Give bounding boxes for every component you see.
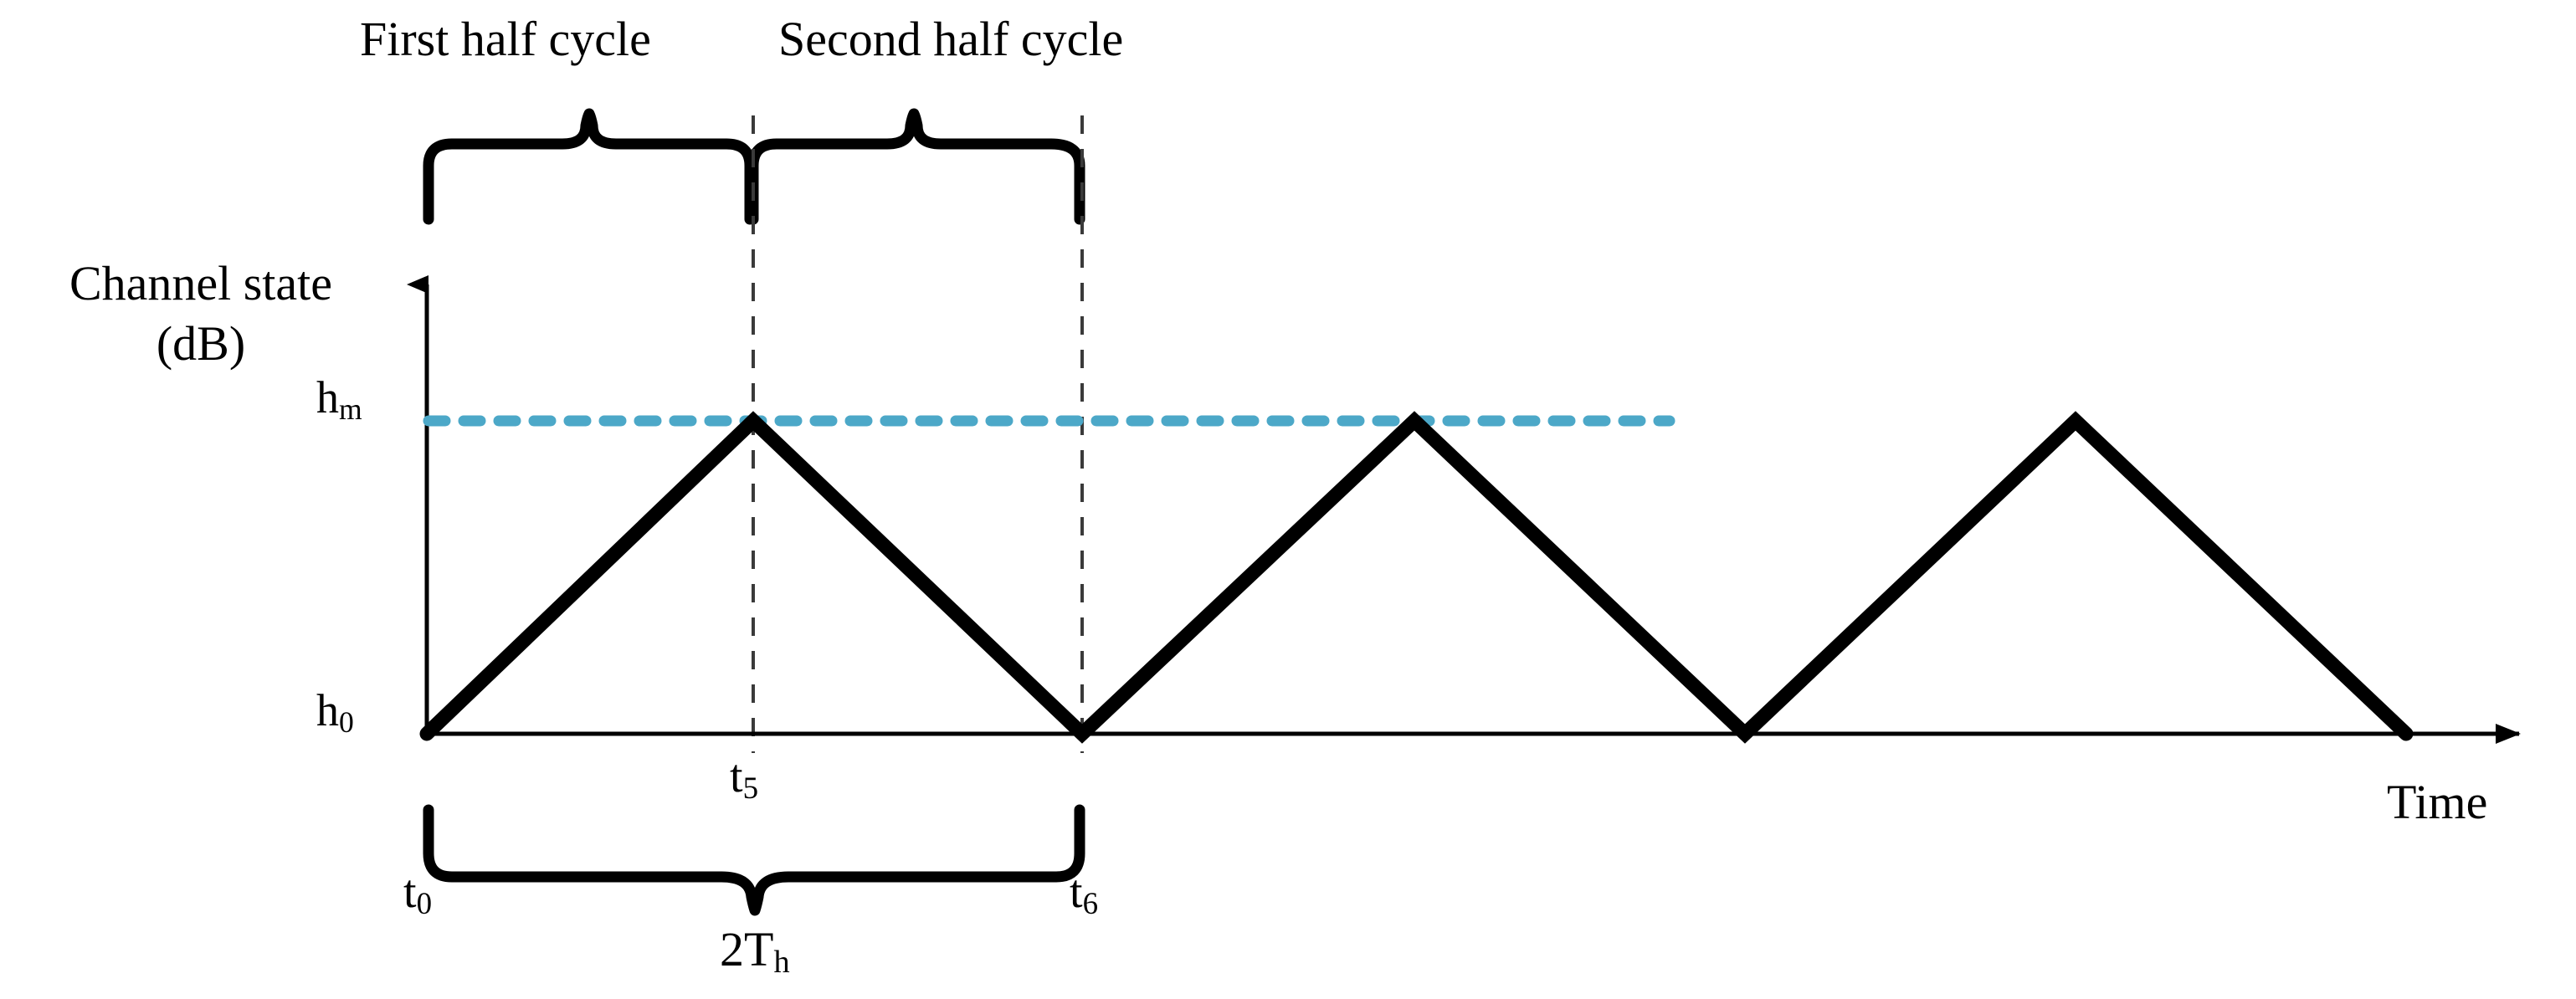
first-half-cycle-label: First half cycle [360,12,651,66]
x-axis-title: Time [2387,775,2488,829]
x-tick-label-t0: t0 [403,866,432,919]
x-tick-t6-sub: 6 [1082,886,1099,921]
y-axis-title-line2: (dB) [156,316,246,371]
y-tick-hm-sub: m [339,392,362,426]
channel-state-waveform [419,411,2414,744]
x-tick-t5-sub: 5 [742,771,759,806]
x-tick-label-t5: t5 [730,751,758,803]
x-tick-label-t6: t6 [1070,866,1098,919]
first-half-cycle-brace [423,108,756,225]
y-tick-label-h0: h0 [316,685,354,737]
period-label: 2Th [720,922,790,979]
second-half-cycle-label: Second half cycle [778,12,1124,66]
period-brace [423,804,1085,916]
y-axis-title-line1: Channel state [69,256,333,310]
y-tick-h0-sub: 0 [339,704,354,739]
period-label-main: 2T [720,922,774,976]
x-tick-t6-main: t [1070,866,1083,918]
y-tick-h0-main: h [316,685,339,735]
x-tick-t5-main: t [730,751,743,802]
y-tick-label-hm: hm [316,372,362,424]
x-tick-t0-main: t [403,866,417,918]
period-label-sub: h [773,945,790,981]
y-tick-hm-main: h [316,372,339,423]
x-tick-t0-sub: 0 [416,886,433,921]
second-half-cycle-brace [747,108,1085,225]
